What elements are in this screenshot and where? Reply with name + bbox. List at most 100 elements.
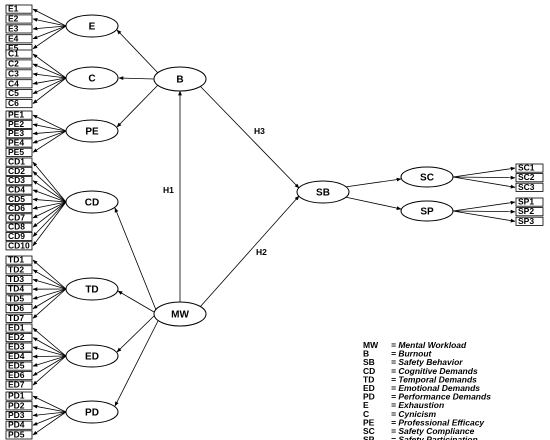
indicator-ed2-box — [5, 333, 33, 343]
indicator-pe3: PE3 — [5, 128, 33, 139]
edge-e-e2 — [32, 18, 67, 27]
edge-cd-cd5 — [32, 197, 67, 203]
construct-pd-shape — [65, 400, 119, 424]
edge-ed-ed7 — [32, 355, 67, 386]
indicator-e1: E1 — [5, 4, 33, 14]
edge-td-td5 — [32, 288, 67, 300]
edge-cd-cd8 — [32, 201, 67, 228]
indicator-pd3-label: PD3 — [8, 410, 25, 420]
indicator-ed4-label: ED4 — [8, 351, 25, 361]
indicator-td7-box — [5, 313, 33, 323]
indicator-pe1-label: PE1 — [8, 110, 24, 120]
edge-ed-ed1 — [32, 327, 67, 357]
legend-abbr-ed: ED — [363, 383, 375, 393]
indicator-pd5-box — [5, 430, 33, 440]
indicator-ed2-label: ED2 — [8, 332, 25, 342]
indicator-td2-box — [5, 265, 33, 275]
indicator-ed1-box — [5, 323, 33, 333]
indicator-sc2-box — [515, 173, 544, 183]
legend-def-sp: = Safety Participation — [391, 435, 478, 440]
indicator-ed5: ED5 — [5, 361, 33, 371]
legend-def-cd: = Cognitive Demands — [391, 366, 478, 376]
indicator-pe5: PE5 — [5, 147, 33, 157]
indicator-pd1: PD1 — [5, 391, 33, 401]
construct-ed: ED — [65, 344, 119, 368]
indicator-ed7-box — [5, 380, 33, 390]
legend-abbr-b: B — [363, 349, 369, 359]
indicator-c6-box — [5, 99, 33, 109]
indicator-c4-box — [5, 79, 33, 89]
indicator-pe4-box — [5, 138, 33, 148]
indicator-cd9: CD9 — [5, 231, 33, 241]
indicator-cd8-box — [5, 222, 33, 232]
construct-cd-shape — [65, 190, 119, 214]
edge-e-e1 — [32, 8, 67, 27]
indicator-sc3: SC3 — [515, 182, 544, 192]
indicator-e3-box — [5, 24, 33, 34]
construct-pe: PE — [65, 119, 119, 143]
construct-cd: CD — [65, 190, 119, 214]
edge-b-pe — [116, 84, 159, 128]
indicator-c6: C6 — [5, 98, 33, 109]
indicator-cd10-box — [5, 241, 33, 251]
construct-td-label: TD — [85, 285, 98, 296]
indicator-cd7-label: CD7 — [8, 212, 25, 222]
edge-cd-cd7 — [32, 201, 67, 219]
indicator-c5: C5 — [5, 88, 33, 99]
indicator-ed5-label: ED5 — [8, 361, 25, 371]
indicator-c2: C2 — [5, 59, 33, 69]
legend-abbr-pe: PE — [363, 417, 375, 427]
indicator-td3-box — [5, 274, 33, 284]
indicator-td6: TD6 — [5, 303, 33, 313]
indicator-td5-label: TD5 — [8, 293, 24, 303]
edge-ed-ed3 — [32, 346, 67, 357]
nodes-layer: E1E2E3E4E5EC1C2C3C4C5C6CPE1PE2PE3PE4PE5P… — [5, 4, 544, 440]
indicator-ed1: ED1 — [5, 323, 33, 333]
indicator-c2-box — [5, 59, 33, 69]
construct-sp-shape — [400, 200, 454, 222]
edge-pd-pd1 — [32, 395, 67, 413]
construct-c-label: C — [88, 74, 95, 85]
edge-td-td2 — [32, 269, 67, 290]
indicator-e3: E3 — [5, 23, 33, 34]
legend-abbr-td: TD — [363, 374, 374, 384]
edge-td-td3 — [32, 278, 67, 290]
indicator-pd2: PD2 — [5, 400, 33, 411]
construct-b-shape — [153, 66, 207, 92]
indicator-td2-label: TD2 — [8, 264, 24, 274]
construct-td-shape — [65, 277, 119, 301]
indicator-e1-label: E1 — [8, 4, 19, 14]
legend-def-td: = Temporal Demands — [391, 374, 477, 384]
indicator-ed4-box — [5, 352, 33, 362]
indicator-sp2-label: SP2 — [518, 206, 534, 216]
indicator-cd8: CD8 — [5, 222, 33, 232]
edge-sc-sc1 — [452, 166, 516, 178]
indicator-td1: TD1 — [5, 255, 33, 265]
indicator-ed3-label: ED3 — [8, 342, 25, 352]
indicator-pe4-label: PE4 — [8, 138, 24, 148]
indicator-pd5-label: PD5 — [8, 429, 25, 439]
indicator-e5-label: E5 — [8, 43, 19, 53]
indicator-e2-label: E2 — [8, 14, 19, 24]
indicator-c3-label: C3 — [8, 68, 19, 78]
indicator-sc3-label: SC3 — [518, 182, 535, 192]
indicator-pe1-box — [5, 110, 33, 120]
construct-ed-label: ED — [85, 352, 99, 363]
legend-def-pe: = Professional Efficacy — [391, 417, 485, 427]
indicator-pe3-box — [5, 129, 33, 139]
edge-pe-pe5 — [32, 130, 67, 153]
indicator-cd1-label: CD1 — [8, 157, 25, 167]
indicator-e4: E4 — [5, 33, 33, 44]
edge-sb-sc — [344, 177, 402, 188]
edge-h2-mw-sb — [199, 195, 300, 308]
edge-e-e4 — [32, 25, 67, 40]
legend-def-b: = Burnout — [391, 349, 433, 359]
edge-ed-ed6 — [32, 355, 67, 376]
legend-abbr-sp: SP — [363, 435, 375, 440]
edge-sc-sc2 — [452, 175, 516, 180]
indicator-c1-label: C1 — [8, 49, 19, 59]
indicator-e4-label: E4 — [8, 33, 19, 43]
indicator-sc1-box — [515, 163, 544, 173]
